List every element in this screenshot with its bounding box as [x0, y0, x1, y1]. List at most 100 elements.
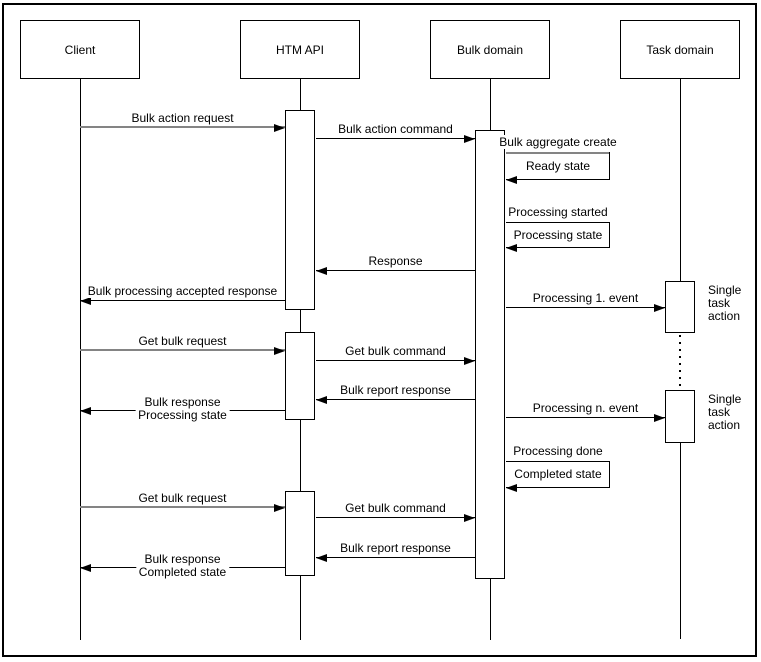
activation-bulk-domain — [475, 130, 505, 579]
self-message-reply-label: Processing state — [513, 227, 603, 242]
arrowhead-left-icon — [316, 553, 327, 562]
message-label-line2: Completed state — [138, 565, 227, 579]
message-bulk-response-processing-state: Bulk response Processing state — [80, 396, 285, 422]
arrowhead-right-icon — [464, 134, 475, 143]
message-get-bulk-command-1: Get bulk command — [316, 344, 475, 365]
message-response: Response — [316, 254, 475, 275]
message-line — [316, 270, 475, 271]
message-label: Bulk report response — [337, 383, 454, 397]
message-label: Get bulk command — [342, 344, 449, 358]
message-line — [316, 517, 475, 518]
note-single-task-action-2: Single task action — [708, 392, 742, 432]
self-message-side-line — [609, 152, 610, 180]
self-message-reply-label: Ready state — [525, 158, 591, 173]
diagram-border — [2, 3, 757, 657]
message-bulk-processing-accepted-response: Bulk processing accepted response — [80, 284, 285, 305]
message-line — [80, 126, 285, 128]
self-message-title: Processing done — [511, 444, 605, 458]
arrowhead-right-icon — [464, 356, 475, 365]
message-line — [316, 557, 475, 558]
message-line — [316, 360, 475, 361]
message-bulk-response-completed-state: Bulk response Completed state — [80, 553, 285, 579]
self-message-side-line — [609, 461, 610, 488]
activation-task-2 — [665, 390, 695, 443]
message-bulk-action-command: Bulk action command — [316, 122, 475, 143]
self-message-side-line — [609, 222, 610, 248]
activation-task-1 — [665, 281, 695, 333]
message-bulk-action-request: Bulk action request — [80, 111, 285, 132]
arrowhead-left-icon — [316, 395, 327, 404]
note-single-task-action-1: Single task action — [708, 283, 742, 323]
message-label: Processing 1. event — [529, 291, 642, 305]
actor-label: Client — [64, 42, 96, 57]
arrowhead-right-icon — [274, 123, 285, 132]
arrowhead-right-icon — [274, 346, 285, 355]
message-processing-1-event: Processing 1. event — [506, 291, 665, 312]
self-message-out-line — [506, 222, 610, 223]
message-label: Bulk action command — [335, 122, 456, 136]
self-message-return-line — [506, 487, 610, 488]
arrowhead-right-icon — [464, 513, 475, 522]
message-line — [506, 417, 665, 418]
self-message-return-line — [506, 179, 610, 180]
message-label-line1: Bulk response — [144, 395, 221, 409]
message-label: Bulk action request — [128, 111, 237, 125]
self-message-out-line — [506, 461, 610, 462]
message-get-bulk-command-2: Get bulk command — [316, 501, 475, 522]
arrowhead-left-icon — [506, 483, 517, 492]
self-message-processing-started: Processing started Processing state — [506, 205, 610, 252]
message-line — [80, 506, 285, 508]
actor-label: Bulk domain — [456, 42, 524, 57]
message-line — [316, 399, 475, 400]
self-message-out-line — [506, 152, 610, 154]
arrowhead-left-icon — [506, 243, 517, 252]
message-line — [80, 300, 285, 301]
self-message-bulk-aggregate-create: Bulk aggregate create Ready state — [497, 135, 619, 184]
message-line — [316, 138, 475, 139]
message-label-line2: Processing state — [138, 408, 227, 422]
message-label: Get bulk command — [342, 501, 449, 515]
actor-label: Task domain — [646, 42, 714, 57]
lifeline-task-domain-dotted — [679, 335, 681, 388]
self-message-title: Bulk aggregate create — [497, 135, 619, 149]
message-bulk-report-response-1: Bulk report response — [316, 383, 475, 404]
arrowhead-right-icon — [274, 503, 285, 512]
activation-htm-api-2 — [285, 332, 315, 420]
arrowhead-right-icon — [654, 303, 665, 312]
arrowhead-left-icon — [80, 296, 91, 305]
message-label: Get bulk request — [135, 491, 230, 505]
message-processing-n-event: Processing n. event — [506, 401, 665, 422]
message-label: Get bulk request — [135, 334, 230, 348]
message-line — [506, 307, 665, 308]
actor-task-domain: Task domain — [620, 20, 740, 79]
message-label: Bulk report response — [337, 541, 454, 555]
message-line — [80, 349, 285, 351]
arrowhead-right-icon — [654, 413, 665, 422]
actor-bulk-domain: Bulk domain — [430, 20, 550, 79]
message-get-bulk-request-1: Get bulk request — [80, 334, 285, 355]
message-label: Bulk response Completed state — [135, 552, 230, 579]
self-message-processing-done: Processing done Completed state — [506, 444, 610, 492]
actor-client: Client — [20, 20, 140, 79]
actor-htm-api: HTM API — [240, 20, 360, 79]
message-label: Bulk response Processing state — [135, 396, 230, 422]
self-message-title: Processing started — [506, 205, 610, 219]
lifeline-task-domain-bottom — [680, 390, 681, 639]
arrowhead-left-icon — [316, 266, 327, 275]
message-bulk-report-response-2: Bulk report response — [316, 541, 475, 562]
arrowhead-left-icon — [80, 406, 91, 415]
lifeline-task-domain-top — [680, 79, 681, 333]
message-label: Response — [365, 254, 426, 268]
activation-htm-api-3 — [285, 491, 315, 576]
activation-htm-api-1 — [285, 110, 315, 310]
message-get-bulk-request-2: Get bulk request — [80, 491, 285, 512]
arrowhead-left-icon — [80, 563, 91, 572]
arrowhead-left-icon — [506, 175, 517, 184]
self-message-reply-label: Completed state — [514, 467, 602, 481]
self-message-return-line — [506, 247, 610, 248]
actor-label: HTM API — [275, 42, 324, 57]
message-label-line1: Bulk response — [144, 552, 221, 566]
message-label: Bulk processing accepted response — [84, 284, 281, 298]
lifeline-client — [80, 79, 81, 640]
